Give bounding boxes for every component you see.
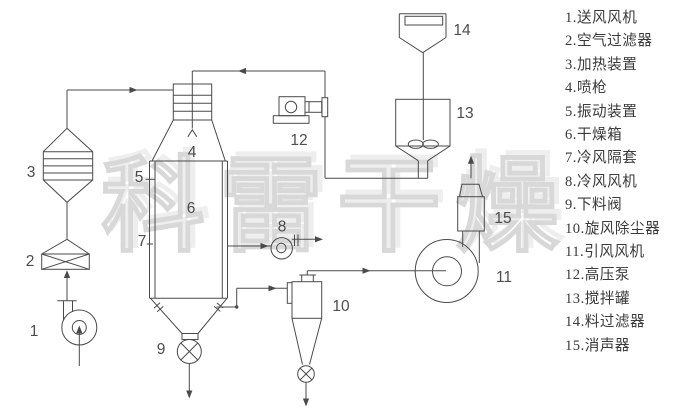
agitator-icon: [407, 139, 424, 149]
component-label-5: 5: [135, 169, 144, 186]
heater: [42, 86, 174, 203]
legend-item-15: 15.消声器: [565, 337, 631, 354]
air-filter: [41, 202, 90, 270]
flow-arrow: [315, 236, 323, 243]
legend-item-9: 9.下料阀: [565, 197, 623, 214]
legend-item-3: 3.加热装置: [565, 56, 638, 73]
supply-fan: [57, 270, 98, 366]
component-label-7: 7: [138, 233, 147, 250]
legend-item-11: 11.引风风机: [565, 244, 645, 261]
component-label-3: 3: [27, 164, 36, 181]
flow-arrow: [260, 242, 269, 250]
component-label-4: 4: [188, 144, 197, 161]
feed-filter: [398, 13, 447, 54]
component-label-8: 8: [278, 219, 287, 236]
watermark-text: 科雷干燥: [101, 150, 573, 265]
cold-air-fan: [227, 234, 323, 260]
flow-arrow: [76, 325, 83, 334]
watermark: 科雷干燥 科雷干燥: [100, 144, 578, 266]
component-label-14: 14: [453, 22, 471, 39]
induced-draft-fan: [414, 231, 480, 303]
cyclone-separator: [286, 267, 446, 407]
agitator-icon: [422, 139, 439, 149]
mixing-tank: [395, 52, 451, 179]
feed-line: [192, 67, 325, 75]
nozzle-icon: [187, 128, 198, 138]
silencer: [457, 155, 485, 232]
legend-item-10: 10.旋风除尘器: [565, 220, 661, 237]
legend-item-4: 4.喷枪: [565, 80, 608, 97]
flow-arrow: [362, 267, 371, 274]
legend-item-13: 13.搅拌罐: [565, 290, 631, 307]
cooling-jacket: [154, 161, 223, 299]
legend-item-14: 14.料过滤器: [565, 314, 646, 331]
component-label-6: 6: [187, 200, 196, 217]
watermark-echo: 科雷干燥: [106, 145, 578, 260]
component-label-1: 1: [30, 323, 39, 340]
flow-arrow: [186, 390, 193, 399]
pipe-junction-dot: [235, 305, 239, 309]
legend-item-8: 8.冷风风机: [565, 173, 638, 190]
flow-arrow: [238, 67, 246, 75]
component-label-11: 11: [496, 269, 512, 286]
legend-item-1: 1.送风风机: [565, 10, 638, 26]
legend-item-12: 12.高压泵: [565, 267, 631, 284]
legend: 1.送风风机 2.空气过滤器 3.加热装置 4.喷枪 5.振动装置 6.干燥箱 …: [565, 7, 697, 358]
legend-item-5: 5.振动装置: [565, 103, 638, 120]
component-label-10: 10: [332, 298, 350, 315]
high-pressure-pump: [272, 71, 428, 179]
legend-item-2: 2.空气过滤器: [565, 33, 653, 50]
flow-arrow: [302, 398, 310, 407]
spray-gun: [187, 71, 198, 138]
exhaust-duct: [216, 285, 288, 309]
component-label-15: 15: [494, 210, 511, 227]
flow-arrow: [268, 285, 277, 292]
flow-arrow: [467, 155, 475, 164]
legend-item-6: 6.干燥箱: [565, 127, 623, 144]
flow-arrow: [129, 86, 138, 94]
legend-item-7: 7.冷风隔套: [565, 150, 638, 167]
component-label-9: 9: [157, 341, 166, 358]
flow-arrow: [63, 270, 71, 278]
component-labels: 1 2 3 4 5 6 7 8 9 10 11 12 13 14 15: [26, 22, 512, 358]
component-label-12: 12: [290, 132, 307, 149]
vibration-device-flanges: [153, 302, 224, 313]
component-label-13: 13: [456, 105, 473, 122]
component-label-2: 2: [26, 253, 35, 270]
discharge-valve: [176, 339, 202, 399]
